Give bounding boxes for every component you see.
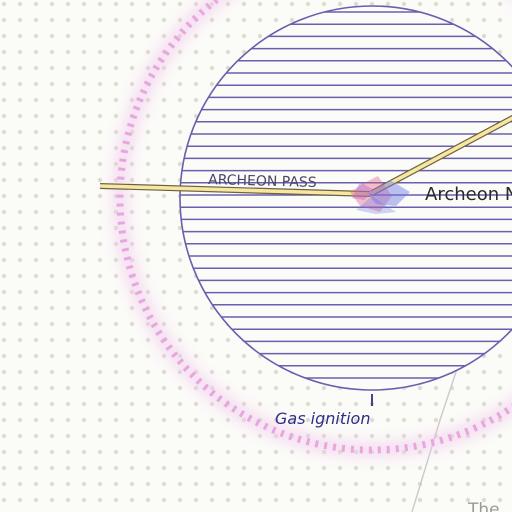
label-corner[interactable]: The (467, 500, 500, 512)
label-archeon-pass[interactable]: ARCHEON PASS (208, 172, 317, 191)
area-circle-outline[interactable] (179, 5, 512, 391)
halo-glow (112, 0, 512, 458)
label-gas-ignition[interactable]: Gas ignition (275, 409, 370, 428)
label-archeon-node[interactable]: Archeon N (425, 184, 512, 205)
location-marker[interactable] (350, 176, 410, 214)
area-circle-fill (180, 6, 512, 390)
